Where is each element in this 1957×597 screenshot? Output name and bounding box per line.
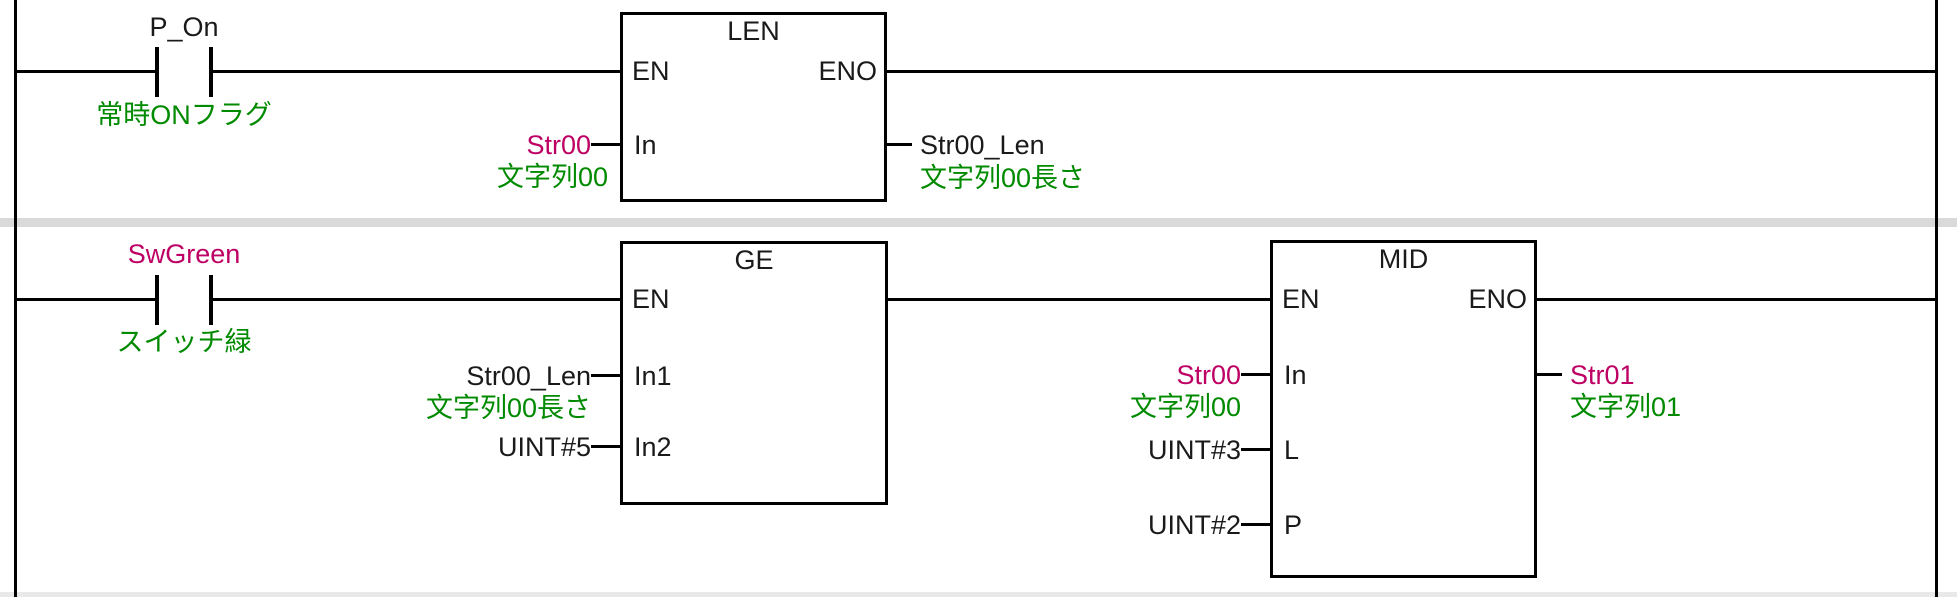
ge-in1-connector [591, 374, 620, 377]
ge-block-title: GE [734, 245, 774, 275]
ge-in2-operand[interactable]: UINT#5 [497, 432, 591, 462]
mid-out-connector [1535, 373, 1562, 376]
ge-in2-connector [591, 445, 620, 448]
ge-pin-en-label: EN [632, 284, 670, 314]
mid-in-connector [1241, 373, 1270, 376]
mid-block-title: MID [1378, 244, 1429, 274]
mid-p-connector [1241, 523, 1270, 526]
ge-in1-comment: 文字列00長さ [425, 393, 591, 423]
mid-pin-p-label: P [1284, 510, 1303, 540]
mid-p-operand[interactable]: UINT#2 [1147, 510, 1241, 540]
contact-bar-left[interactable] [155, 275, 159, 325]
len-pin-in-label: In [634, 130, 657, 160]
rung2-wire-ge-mid [886, 298, 1272, 301]
mid-pin-eno-label: ENO [1468, 284, 1527, 314]
len-pin-en-label: EN [632, 56, 670, 86]
ge-function-block[interactable] [620, 241, 888, 505]
rung-divider-bottom [0, 592, 1957, 597]
mid-in-comment: 文字列00 [1129, 392, 1241, 422]
len-in-operand[interactable]: Str00 [526, 130, 591, 160]
len-in-connector [591, 143, 620, 146]
rung1-wire-left [14, 70, 157, 73]
mid-pin-en-label: EN [1282, 284, 1320, 314]
contact-bar-right[interactable] [209, 275, 213, 325]
len-in-comment: 文字列00 [496, 162, 608, 192]
mid-l-connector [1241, 448, 1270, 451]
contact-bar-right[interactable] [209, 47, 213, 97]
mid-pin-in-label: In [1284, 360, 1307, 390]
contact-bar-left[interactable] [155, 47, 159, 97]
len-pin-eno-label: ENO [818, 56, 877, 86]
rung-divider [0, 218, 1957, 227]
len-function-block[interactable] [620, 12, 887, 202]
contact-comment-label: 常時ONフラグ [96, 100, 272, 130]
ge-pin-in1-label: In1 [634, 361, 672, 391]
mid-l-operand[interactable]: UINT#3 [1147, 435, 1241, 465]
rung2-wire-right [1535, 298, 1937, 301]
ge-in1-operand[interactable]: Str00_Len [466, 361, 591, 391]
ge-pin-in2-label: In2 [634, 432, 672, 462]
rung1-wire-mid [211, 70, 620, 73]
mid-pin-l-label: L [1284, 435, 1300, 465]
len-block-title: LEN [727, 16, 780, 46]
left-power-rail [14, 0, 17, 597]
mid-in-operand[interactable]: Str00 [1176, 360, 1241, 390]
contact-comment-label: スイッチ緑 [116, 327, 252, 357]
len-out-comment: 文字列00長さ [920, 163, 1086, 193]
len-out-connector [885, 143, 912, 146]
contact-variable-label[interactable]: P_On [149, 12, 219, 42]
mid-out-operand[interactable]: Str01 [1570, 360, 1635, 390]
len-out-operand[interactable]: Str00_Len [920, 130, 1045, 160]
mid-function-block[interactable] [1270, 240, 1537, 578]
contact-variable-label[interactable]: SwGreen [127, 239, 241, 269]
rung1-wire-right [885, 70, 1937, 73]
mid-out-comment: 文字列01 [1570, 392, 1682, 422]
rung2-wire-mid [211, 298, 620, 301]
rung2-wire-left [14, 298, 157, 301]
right-power-rail [1935, 0, 1938, 597]
